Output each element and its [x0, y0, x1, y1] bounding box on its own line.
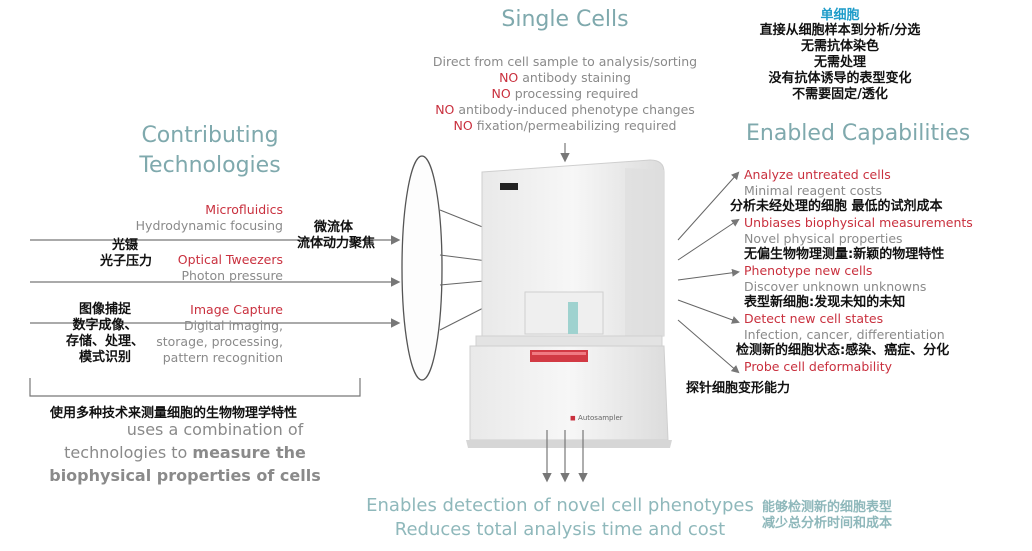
single-cells-line: Direct from cell sample to analysis/sort… — [432, 54, 698, 69]
capability-item: Detect new cell states Infection, cancer… — [744, 311, 945, 342]
single-cells-line: NO antibody-induced phenotype changes — [435, 102, 695, 117]
capability-item: Probe cell deformability — [744, 359, 892, 374]
single-cells-cn-line: 没有抗体诱导的表型变化 — [768, 71, 912, 86]
capability-arrows — [677, 171, 740, 374]
bottom-line-1: Enables detection of novel cell phenotyp… — [366, 495, 754, 516]
single-cells-cn-title: 单细胞 — [820, 8, 860, 23]
capability-cn: 探针细胞变形能力 — [686, 381, 791, 396]
tweezers-label: Optical Tweezers — [177, 252, 283, 267]
microfluidics-cn: 微流体 流体动力聚焦 — [296, 220, 375, 251]
bottom-line-2: Reduces total analysis time and cost — [394, 519, 726, 540]
microfluidics-block: Microfluidics Hydrodynamic focusing — [100, 202, 283, 234]
lens-ellipse — [401, 155, 443, 381]
capability-cn: 表型新细胞:发现未知的未知 — [744, 295, 906, 310]
single-cells-cn-line: 无需抗体染色 — [800, 39, 879, 54]
summary-cn: 使用多种技术来测量细胞的生物物理学特性 — [50, 406, 298, 421]
single-cells-line: NO processing required — [491, 86, 639, 101]
microfluidics-label: Microfluidics — [205, 202, 283, 217]
single-cells-title: Single Cells — [501, 7, 629, 32]
capture-label: Image Capture — [190, 302, 283, 317]
single-cells-list: Direct from cell sample to analysis/sort… — [400, 54, 730, 134]
contributing-title: Contributing Technologies — [139, 123, 281, 178]
capability-cn: 检测新的细胞状态:感染、癌症、分化 — [736, 343, 950, 358]
instrument-device — [466, 159, 672, 448]
single-cells-line: NO antibody staining — [499, 70, 631, 85]
capture-desc: pattern recognition — [162, 350, 283, 365]
tweezers-cn: 光镊 光子压力 — [100, 238, 153, 269]
capture-cn: 图像捕捉 数字成像、 存储、处理、 模式识别 — [65, 302, 144, 365]
capability-item: Phenotype new cells Discover unknown unk… — [744, 263, 927, 294]
single-cells-cn-line: 无需处理 — [813, 55, 866, 70]
bottom-arrows — [542, 430, 588, 483]
tweezers-block: Optical Tweezers Photon pressure — [150, 252, 283, 284]
capability-item: Unbiases biophysical measurements Novel … — [744, 215, 973, 246]
microfluidics-desc: Hydrodynamic focusing — [135, 218, 283, 233]
capture-desc: storage, processing, — [156, 334, 283, 349]
single-cells-cn-line: 直接从细胞样本到分析/分选 — [759, 23, 921, 38]
capability-item: Analyze untreated cells Minimal reagent … — [744, 167, 891, 198]
capture-desc: Digital imaging, — [183, 318, 283, 333]
single-cells-line: NO fixation/permeabilizing required — [453, 118, 677, 133]
capability-cn: 无偏生物物理测量:新颖的物理特性 — [744, 247, 945, 262]
summary-bracket — [29, 378, 361, 397]
device-brand: ◼ Autosampler — [570, 414, 623, 422]
bottom-cn: 能够检测新的细胞表型 减少总分析时间和成本 — [762, 500, 893, 531]
summary-text: uses a combination of technologies to me… — [49, 420, 321, 485]
capture-block: Image Capture Digital imaging, storage, … — [140, 302, 283, 366]
capability-cn: 分析未经处理的细胞 最低的试剂成本 — [730, 199, 943, 214]
single-cells-cn: 单细胞 直接从细胞样本到分析/分选 无需抗体染色 无需处理 没有抗体诱导的表型变… — [730, 4, 950, 103]
enabled-list: Analyze untreated cells Minimal reagent … — [686, 167, 1029, 397]
enabled-title: Enabled Capabilities — [746, 121, 971, 146]
single-cells-cn-line: 不需要固定/透化 — [792, 87, 888, 102]
tweezers-desc: Photon pressure — [181, 268, 283, 283]
bottom-summary: Enables detection of novel cell phenotyp… — [360, 494, 760, 542]
